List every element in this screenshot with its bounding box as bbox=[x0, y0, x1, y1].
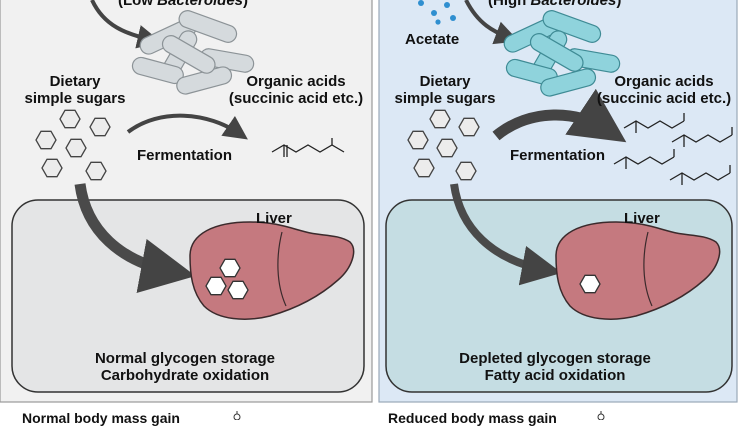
fermentation-label-right: Fermentation bbox=[510, 147, 606, 164]
fermentation-arrow-left bbox=[126, 113, 248, 140]
bacteria-cluster-left bbox=[131, 10, 255, 95]
acetate-label: Acetate bbox=[405, 31, 460, 48]
bacteria-cluster-right bbox=[503, 10, 621, 97]
acids-label-right: Organic acids(succinic acid etc.) bbox=[596, 73, 732, 107]
intake-arrow-right bbox=[464, 0, 519, 45]
fermentation-arrow-right bbox=[492, 88, 627, 143]
bacteria-label-right: (High Bacteroides) bbox=[488, 0, 622, 9]
fermentation-label-left: Fermentation bbox=[137, 147, 233, 164]
acid-molecules-right bbox=[613, 113, 733, 185]
acetate-dots bbox=[418, 0, 456, 25]
footer-left: Normal body mass gain bbox=[22, 410, 180, 426]
acid-molecule-left bbox=[271, 138, 345, 157]
bacteria-label-left: (Low Bacteroides) bbox=[118, 0, 249, 9]
scale-icon-right bbox=[597, 411, 605, 420]
acids-label-left: Organic acids(succinic acid etc.) bbox=[228, 73, 364, 107]
scale-icon-left bbox=[233, 411, 241, 420]
sugar-to-liver-arrow-right bbox=[450, 183, 562, 286]
footer-right: Reduced body mass gain bbox=[388, 410, 557, 426]
liver-right bbox=[555, 221, 721, 320]
liver-label-right: Liver bbox=[624, 210, 660, 227]
sugar-to-liver-arrow-left bbox=[74, 183, 196, 294]
glycogen-granules-right bbox=[579, 274, 601, 294]
liver-label-left: Liver bbox=[256, 210, 292, 227]
